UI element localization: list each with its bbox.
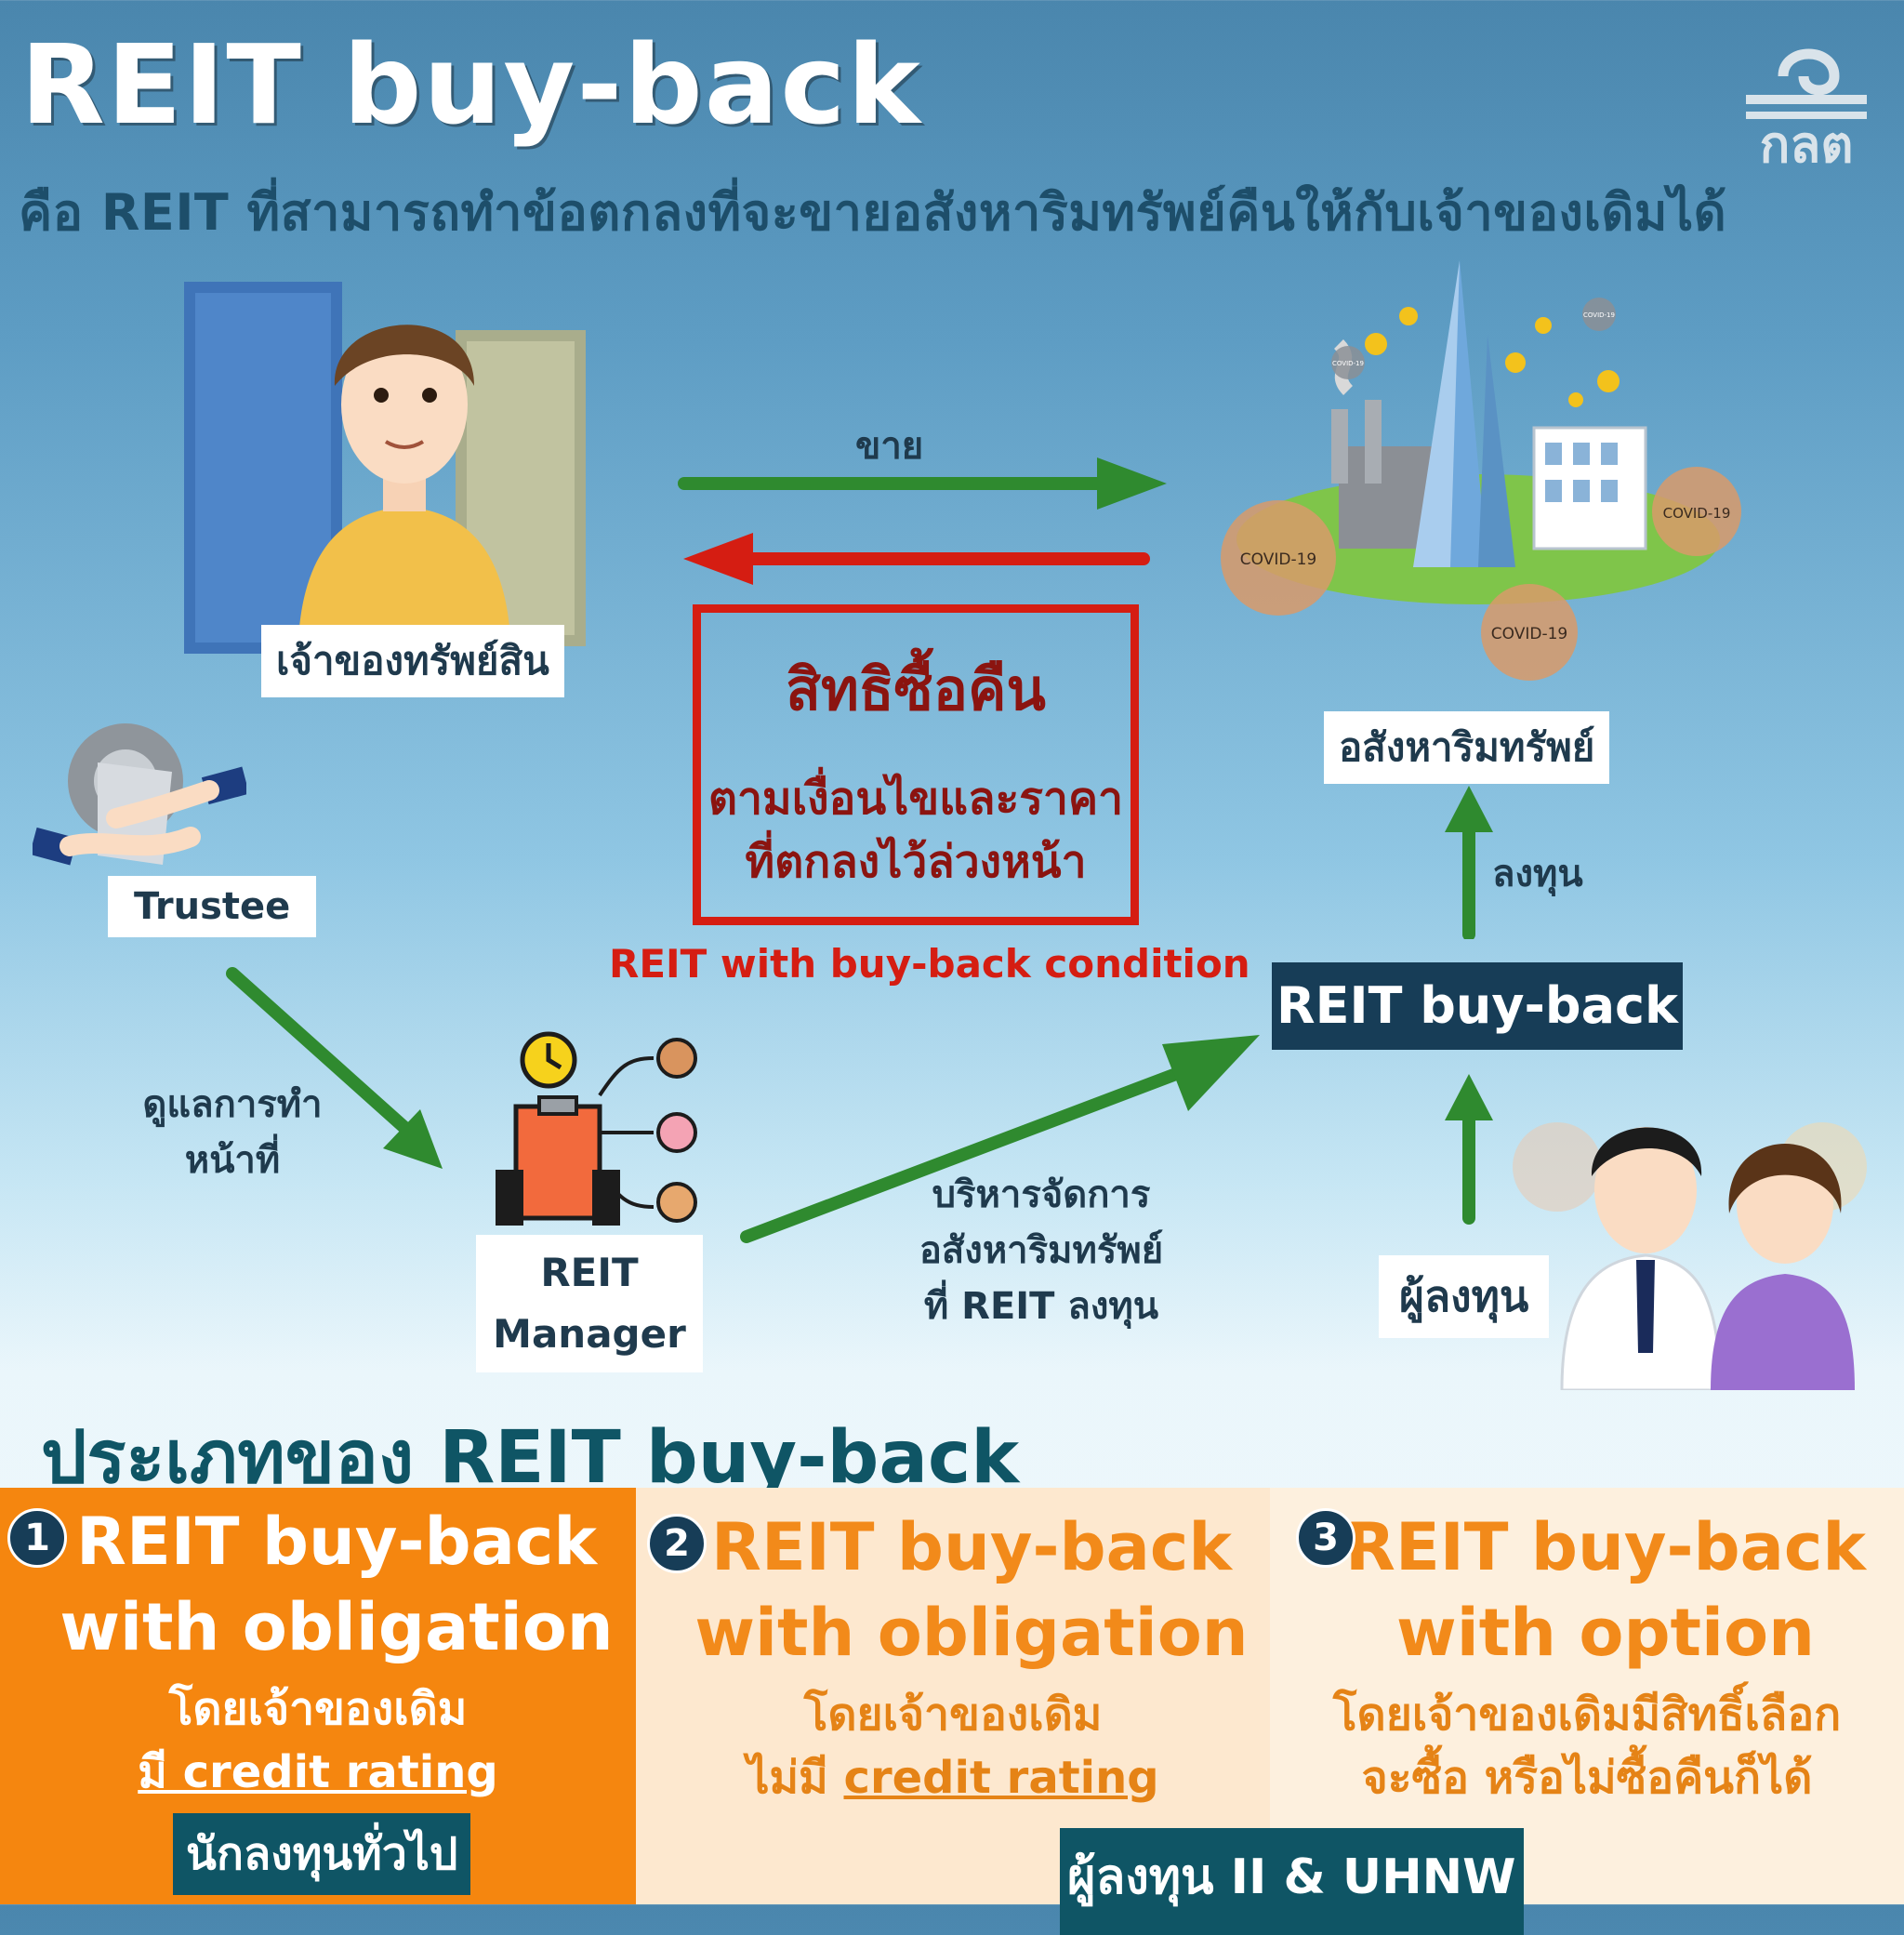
owner-label: เจ้าของทรัพย์สิน: [261, 625, 564, 697]
buyback-rights-box: สิทธิซื้อคืน ตามเงื่อนไขและราคา ที่ตกลงไ…: [693, 604, 1139, 925]
page-title: REIT buy-back: [20, 20, 922, 149]
type-title-line: with obligation: [694, 1595, 1249, 1671]
type-title: REIT buy-back with obligation: [0, 1499, 636, 1670]
sell-label: ขาย: [855, 425, 924, 468]
condition-caption: REIT with buy-back condition: [609, 941, 1250, 987]
invest-label: ลงทุน: [1492, 853, 1583, 895]
type-desc-line: โดยเจ้าของเดิม: [168, 1683, 468, 1735]
trustee-label: Trustee: [108, 876, 317, 937]
invest-arrow: [1445, 786, 1493, 939]
svg-text:กลต: กลต: [1760, 115, 1854, 167]
investor-to-reit-arrow: [1445, 1074, 1493, 1225]
type-description: โดยเจ้าของเดิมมีสิทธิ์เลือก จะซื้อ หรือไ…: [1270, 1683, 1904, 1809]
number-badge: 2: [647, 1514, 707, 1573]
sec-logo-icon: กลต: [1746, 48, 1867, 174]
buyback-rights-line: ตามเงื่อนไขและราคา: [707, 773, 1124, 825]
audience-tag-shared: ผู้ลงทุน II & UHNW: [1060, 1828, 1524, 1935]
owner-illustration: [184, 282, 586, 665]
number-badge: 1: [7, 1508, 67, 1568]
type-title: REIT buy-back with option: [1270, 1504, 1904, 1676]
audience-tag: นักลงทุนทั่วไป: [173, 1813, 471, 1895]
property-illustration: COVID-19 COVID-19 COVID-19 COVID-19 COVI…: [1221, 260, 1741, 681]
type-title-line: REIT buy-back: [1345, 1509, 1866, 1585]
manage-label-line: ที่ REIT ลงทุน: [923, 1285, 1159, 1328]
reit-buyback-box: REIT buy-back: [1272, 962, 1683, 1050]
type-desc-line: จะซื้อ หรือไม่ซื้อคืนก็ได้: [1361, 1752, 1813, 1804]
sell-arrow: [678, 457, 1167, 510]
reit-manager-label-line: Manager: [493, 1311, 686, 1357]
buyback-rights-title: สิทธิซื้อคืน: [786, 656, 1046, 723]
svg-text:COVID-19: COVID-19: [1663, 505, 1731, 522]
buyback-rights-line: ที่ตกลงไว้ล่วงหน้า: [745, 836, 1087, 888]
investor-label: ผู้ลงทุน: [1379, 1255, 1550, 1338]
covid-virus-icon: COVID-19: [1582, 298, 1616, 331]
supervise-label-line: ดูแลการทำ: [142, 1083, 323, 1126]
sec-logo: กลต: [1746, 37, 1867, 174]
type-title-line: with obligation: [60, 1589, 614, 1665]
type-desc-underlined: credit rating: [843, 1752, 1159, 1804]
supervise-arrow: [226, 967, 443, 1169]
type-desc-line: มี credit rating: [138, 1746, 498, 1798]
svg-text:COVID-19: COVID-19: [1583, 311, 1615, 319]
covid-virus-icon: COVID-19: [1481, 584, 1578, 681]
type-title-line: REIT buy-back: [76, 1504, 597, 1580]
type-title-line: with option: [1396, 1595, 1815, 1671]
covid-virus-icon: COVID-19: [1331, 346, 1365, 379]
type-description: โดยเจ้าของเดิม ไม่มี credit rating: [636, 1683, 1270, 1809]
manage-label-line: บริหารจัดการ: [932, 1173, 1151, 1216]
supervise-label-line: หน้าที่: [184, 1139, 281, 1182]
type-desc-line: ไม่มี credit rating: [636, 1746, 1270, 1809]
reit-manager-label: REIT Manager: [476, 1235, 703, 1372]
type-title-line: REIT buy-back: [711, 1509, 1232, 1585]
type-desc-line: โดยเจ้าของเดิม: [803, 1689, 1103, 1741]
svg-text:COVID-19: COVID-19: [1240, 550, 1316, 569]
manage-label: บริหารจัดการ อสังหาริมทรัพย์ ที่ REIT ลง…: [892, 1167, 1190, 1334]
covid-virus-icon: COVID-19: [1221, 500, 1336, 616]
supervise-label: ดูแลการทำ หน้าที่: [130, 1077, 335, 1188]
manage-arrow: [740, 1035, 1260, 1243]
manage-label-line: อสังหาริมทรัพย์: [919, 1229, 1164, 1272]
property-label: อสังหาริมทรัพย์: [1324, 711, 1610, 784]
type-title: REIT buy-back with obligation: [636, 1504, 1270, 1676]
types-heading: ประเภทของ REIT buy-back: [41, 1416, 1020, 1500]
sell-arrows: [678, 457, 1167, 585]
number-badge: 3: [1296, 1508, 1355, 1568]
trustee-handshake-icon: [33, 723, 246, 866]
svg-text:COVID-19: COVID-19: [1332, 360, 1364, 367]
type-card-1: 1 REIT buy-back with obligation โดยเจ้าข…: [0, 1488, 636, 1904]
type-desc-line: โดยเจ้าของเดิมมีสิทธิ์เลือก: [1332, 1689, 1842, 1741]
buyback-arrow: [683, 533, 1150, 585]
type-desc-prefix: ไม่มี: [747, 1752, 828, 1804]
covid-virus-icon: COVID-19: [1652, 467, 1741, 556]
svg-text:COVID-19: COVID-19: [1491, 625, 1567, 643]
type-description: โดยเจ้าของเดิม มี credit rating: [0, 1677, 636, 1804]
reit-manager-icon: [496, 1031, 697, 1226]
investors-illustration: [1513, 1122, 1867, 1390]
reit-manager-label-line: REIT: [540, 1250, 639, 1295]
page-subtitle: คือ REIT ที่สามารถทำข้อตกลงที่จะขายอสังห…: [19, 183, 1727, 242]
